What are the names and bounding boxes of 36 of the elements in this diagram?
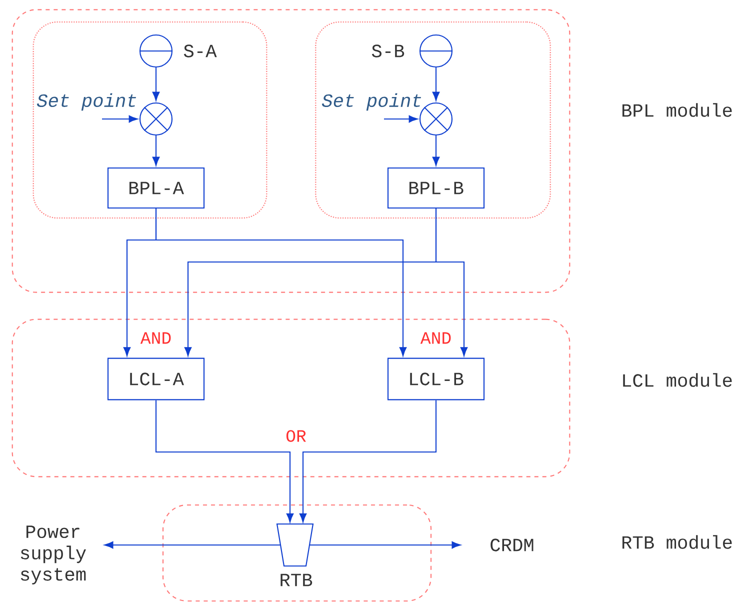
- arrow: [155, 400, 294, 522]
- arrow: [299, 400, 437, 522]
- arrow: [432, 136, 440, 166]
- breaker-label: RTB: [280, 574, 312, 586]
- edge-label: Set point: [36, 93, 136, 111]
- module-box: [12, 318, 570, 478]
- arrow: [432, 68, 440, 101]
- symbol-label: S-B: [372, 44, 404, 58]
- logic-label: AND: [139, 330, 173, 346]
- arrow: [102, 115, 138, 123]
- arrow: [104, 541, 280, 549]
- arrow: [155, 208, 407, 356]
- module-label: BPL module: [620, 102, 734, 118]
- group-box: [315, 21, 551, 219]
- arrow: [310, 541, 461, 549]
- edge-label: Set point: [322, 93, 421, 111]
- process-box: BPL-B: [387, 167, 485, 209]
- arrow: [384, 115, 418, 123]
- process-box: LCL-B: [387, 358, 485, 400]
- summing-junction: [419, 102, 453, 136]
- process-box: LCL-A: [107, 358, 205, 400]
- terminal-label: CRDM: [490, 538, 534, 552]
- arrow: [152, 136, 160, 166]
- summing-junction: [139, 102, 173, 136]
- logic-label: OR: [284, 428, 308, 444]
- module-label: RTB module: [620, 534, 734, 550]
- module-box: [12, 9, 570, 293]
- terminal-label: Power supply system: [20, 526, 86, 584]
- module-label: LCL module: [620, 372, 734, 388]
- process-box: BPL-A: [107, 167, 205, 209]
- group-box: [32, 21, 268, 219]
- symbol-label: S-A: [184, 44, 217, 58]
- arrow: [435, 208, 468, 356]
- arrow: [152, 68, 160, 101]
- module-box: [162, 504, 432, 602]
- logic-label: AND: [419, 330, 453, 346]
